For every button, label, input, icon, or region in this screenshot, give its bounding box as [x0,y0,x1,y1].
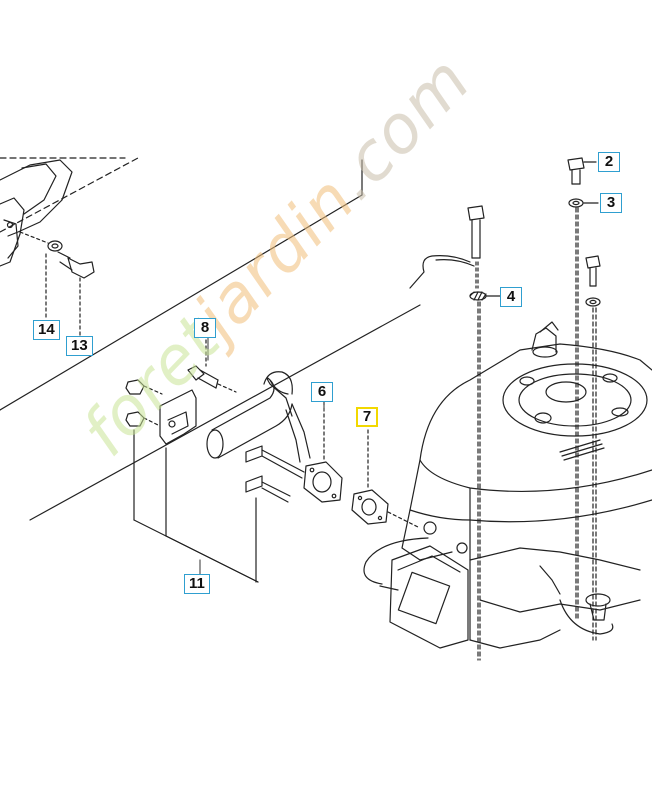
callout-7[interactable]: 7 [356,407,378,427]
callout-8[interactable]: 8 [194,318,216,338]
nuts [125,379,259,583]
washer-14 [19,231,63,319]
bolt-center [467,205,485,289]
lock-washer-4 [469,291,501,661]
muffler-pipe [206,371,311,463]
bolt-13 [57,251,95,337]
bolt-right [585,255,601,641]
callout-6[interactable]: 6 [311,382,333,402]
bracket [159,389,197,445]
spring-wire [409,255,475,289]
callout-4[interactable]: 4 [500,287,522,307]
gasket-6 [303,401,343,503]
callout-11[interactable]: 11 [184,574,210,594]
engine [363,321,652,649]
callout-14[interactable]: 14 [33,320,60,340]
chassis-inset [0,157,363,411]
callout-3[interactable]: 3 [600,193,622,213]
washer-3 [568,198,599,621]
bolt-2 [567,157,597,185]
studs [245,445,305,583]
bolt-8 [187,339,237,393]
gasket-7 [351,429,421,529]
callout-2[interactable]: 2 [598,152,620,172]
callout-13[interactable]: 13 [66,336,93,356]
